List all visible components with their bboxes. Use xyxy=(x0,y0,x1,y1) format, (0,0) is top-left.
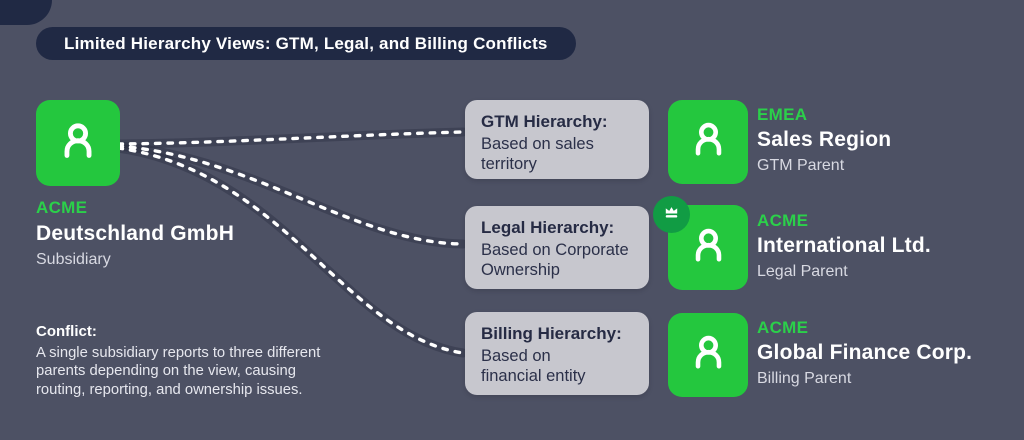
legal-parent-brand: ACME xyxy=(757,211,809,230)
legal-parent-name: International Ltd. xyxy=(757,234,931,257)
conflict-note: Conflict: A single subsidiary reports to… xyxy=(36,323,346,399)
subsidiary-info: ACME Deutschland GmbH Subsidiary xyxy=(36,198,234,269)
conflict-label: Conflict: xyxy=(36,323,97,340)
gtm-hierarchy-box: GTM Hierarchy: Based on sales territory xyxy=(465,100,649,179)
legal-parent-info: ACME International Ltd. Legal Parent xyxy=(757,211,931,281)
subsidiary-card xyxy=(36,100,120,186)
crown-icon xyxy=(662,203,681,227)
gtm-parent-info: EMEA Sales Region GTM Parent xyxy=(757,105,891,175)
billing-parent-card xyxy=(668,313,748,397)
subsidiary-name: Deutschland GmbH xyxy=(36,222,235,245)
gtm-parent-card xyxy=(668,100,748,184)
person-icon xyxy=(681,112,736,172)
billing-parent-name: Global Finance Corp. xyxy=(757,341,973,364)
legal-parent-card xyxy=(668,205,748,290)
conflict-text: A single subsidiary reports to three dif… xyxy=(36,345,321,398)
subsidiary-role: Subsidiary xyxy=(36,251,111,268)
legal-parent-crown-badge xyxy=(653,196,690,233)
person-icon xyxy=(681,325,736,385)
corner-decoration xyxy=(0,0,52,25)
billing-hierarchy-title: Billing Hierarchy: xyxy=(481,324,622,343)
person-icon xyxy=(681,218,736,278)
billing-parent-role: Billing Parent xyxy=(757,370,852,387)
legal-hierarchy-box: Legal Hierarchy: Based on Corporate Owne… xyxy=(465,206,649,289)
billing-hierarchy-box: Billing Hierarchy: Based on financial en… xyxy=(465,312,649,395)
billing-hierarchy-description: Based on financial entity xyxy=(481,347,586,386)
gtm-parent-name: Sales Region xyxy=(757,128,892,151)
billing-parent-info: ACME Global Finance Corp. Billing Parent xyxy=(757,318,972,388)
title-pill: Limited Hierarchy Views: GTM, Legal, and… xyxy=(36,27,576,60)
gtm-hierarchy-description: Based on sales territory xyxy=(481,135,594,174)
legal-parent-role: Legal Parent xyxy=(757,263,848,280)
gtm-hierarchy-title: GTM Hierarchy: xyxy=(481,112,608,131)
page-title: Limited Hierarchy Views: GTM, Legal, and… xyxy=(64,33,548,53)
gtm-parent-brand: EMEA xyxy=(757,105,808,124)
gtm-connector-line xyxy=(116,130,465,146)
person-icon xyxy=(49,112,107,175)
legal-hierarchy-title: Legal Hierarchy: xyxy=(481,218,615,237)
gtm-parent-role: GTM Parent xyxy=(757,157,845,174)
billing-parent-brand: ACME xyxy=(757,318,809,337)
gtm-connector-halo xyxy=(113,127,468,149)
subsidiary-brand: ACME xyxy=(36,198,88,217)
legal-hierarchy-description: Based on Corporate Ownership xyxy=(481,241,629,280)
